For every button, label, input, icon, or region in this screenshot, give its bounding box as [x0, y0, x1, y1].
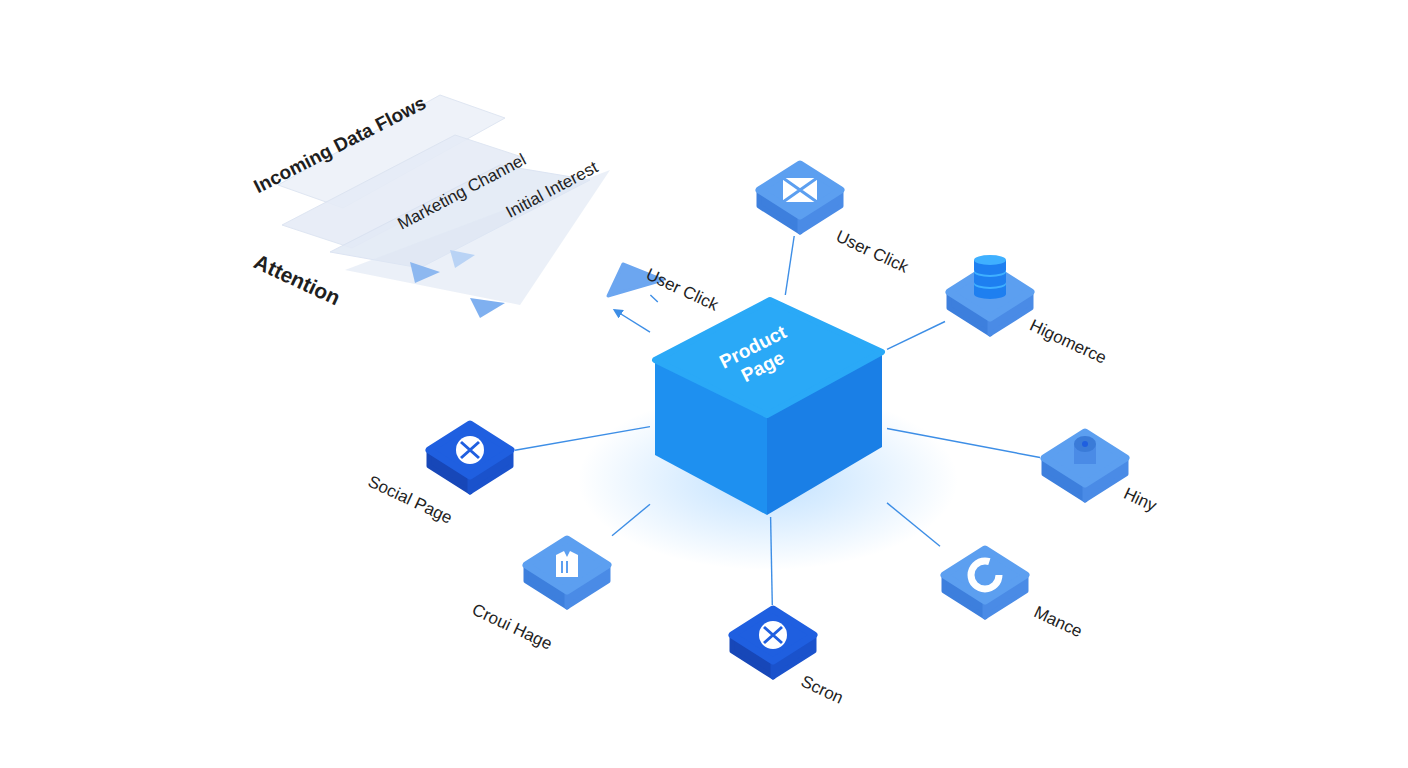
connector-line	[887, 429, 1040, 458]
icon-tile: Mance	[940, 545, 1030, 621]
icon-tile: Scron	[728, 605, 818, 681]
icon-tile: Social Page	[425, 420, 515, 496]
node-label: User Click	[833, 227, 911, 277]
flow-arrow	[470, 298, 505, 318]
tile-top	[1044, 432, 1126, 484]
tile-top	[429, 424, 511, 476]
node-shape	[755, 160, 845, 236]
connector-line	[515, 427, 650, 451]
circle-x-icon	[759, 621, 787, 649]
connector-line	[771, 517, 773, 605]
node-label: Higomerce	[1027, 316, 1110, 368]
node-shape	[940, 545, 1030, 621]
node-label: Attention	[250, 250, 344, 311]
icon-tile: User Click	[755, 160, 845, 236]
tile-top	[526, 539, 608, 591]
icon-tile: Higomerce	[945, 262, 1035, 338]
node-shape	[425, 420, 515, 496]
node-label: Hiny	[1120, 484, 1159, 516]
database-icon	[974, 255, 1006, 299]
icon-tile: Croui Hage	[522, 535, 612, 611]
icon-tile: Hiny	[1040, 428, 1130, 504]
funnel-stage: Incoming Data FlowsMarketing ChannelInit…	[235, 80, 625, 310]
cube-top-face	[655, 300, 882, 415]
connector-line	[785, 236, 794, 295]
node-label: Mance	[1031, 602, 1086, 641]
circle-x-icon	[456, 436, 484, 464]
central-cube: Product Page	[650, 295, 887, 517]
connector-line	[612, 504, 650, 536]
node-shape	[945, 262, 1035, 338]
node-shape	[728, 605, 818, 681]
flow-arrow	[450, 250, 475, 268]
mail-icon	[783, 178, 817, 202]
connector-line	[887, 503, 940, 546]
chart-icon	[971, 561, 999, 589]
node-shape	[522, 535, 612, 611]
shirt-icon	[556, 551, 578, 577]
node-label: Scron	[798, 672, 847, 708]
tile-top	[759, 164, 841, 216]
node-label: Croui Hage	[469, 600, 555, 654]
node-label: Social Page	[365, 472, 455, 528]
pointer-node: User Click	[603, 260, 668, 302]
node-shape	[1040, 428, 1130, 504]
flow-arrow	[410, 262, 440, 283]
node-label: User Click	[643, 265, 721, 315]
roll-icon	[1074, 436, 1096, 464]
tile-top	[944, 549, 1026, 601]
connector-line	[615, 310, 651, 332]
connector-line	[650, 295, 657, 302]
tile-top	[949, 266, 1031, 318]
connector-line	[887, 322, 945, 350]
tile-top	[732, 609, 814, 661]
